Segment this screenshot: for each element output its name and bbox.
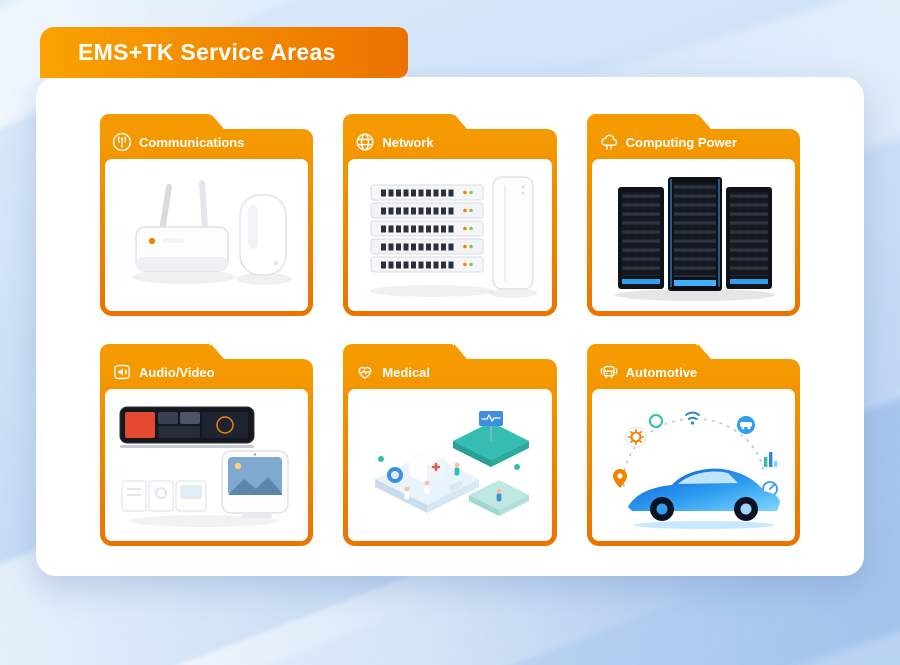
communications-image [105, 159, 309, 311]
network-image [348, 159, 552, 311]
service-areas-grid: Communications [100, 114, 800, 546]
heart-pulse-icon [355, 362, 375, 382]
card-header: Medical [348, 359, 551, 389]
folder-tab [100, 344, 224, 359]
card-header: Automotive [592, 359, 795, 389]
page-title: EMS+TK Service Areas [78, 39, 336, 65]
antenna-broadcast-icon [112, 132, 132, 152]
card-header: Communications [105, 129, 308, 159]
folder-body: Computing Power [586, 129, 800, 316]
speaker-sound-icon [112, 362, 132, 382]
card-label: Network [382, 134, 434, 150]
audio-video-image [105, 389, 309, 541]
service-areas-panel: Communications [36, 77, 864, 576]
card-label: Audio/Video [139, 364, 215, 380]
card-audio-video: Audio/Video [100, 344, 314, 546]
card-label: Communications [139, 134, 245, 150]
folder-tab [343, 344, 468, 359]
card-network: Network [343, 114, 557, 316]
card-medical: Medical [343, 344, 557, 546]
card-computing-power: Computing Power [586, 114, 800, 316]
page-title-banner: EMS+TK Service Areas [40, 27, 408, 78]
folder-tab [343, 114, 468, 129]
card-header: Computing Power [592, 129, 795, 159]
card-header: Audio/Video [105, 359, 308, 389]
folder-body: Communications [100, 129, 314, 316]
card-automotive: Automotive [586, 344, 800, 546]
folder-body: Network [343, 129, 557, 316]
cloud-computing-icon [599, 132, 619, 152]
computing-power-image [591, 159, 795, 311]
connected-car-icon [599, 362, 619, 382]
globe-network-icon [355, 132, 375, 152]
folder-tab [100, 114, 224, 129]
folder-body: Medical [343, 359, 557, 546]
card-label: Computing Power [625, 134, 737, 150]
folder-body: Audio/Video [100, 359, 314, 546]
folder-tab [586, 114, 711, 129]
card-communications: Communications [100, 114, 314, 316]
card-label: Automotive [625, 364, 698, 380]
folder-tab [586, 344, 711, 359]
card-header: Network [348, 129, 551, 159]
folder-body: Automotive [586, 359, 800, 546]
automotive-image [591, 389, 795, 541]
medical-image [348, 389, 552, 541]
card-label: Medical [382, 364, 431, 380]
